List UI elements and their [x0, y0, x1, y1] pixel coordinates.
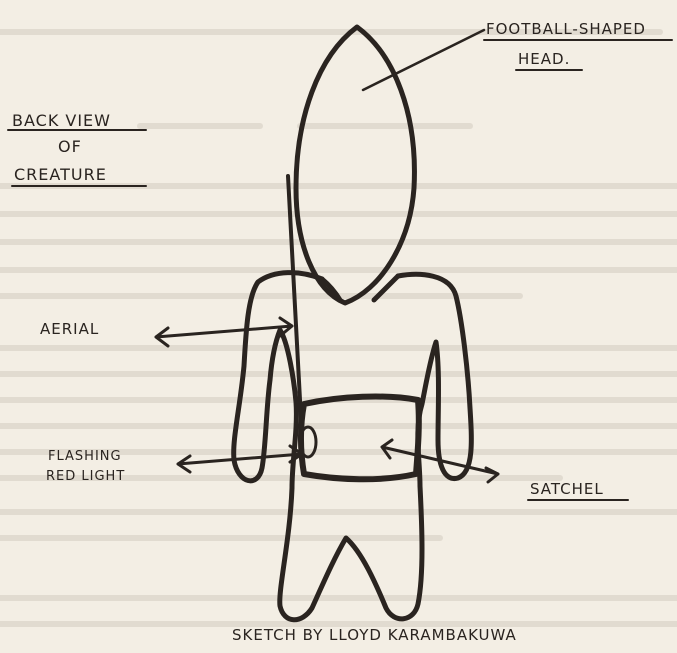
head-label-line1: FOOTBALL-SHAPED	[486, 20, 646, 38]
view-label-line1: BACK VIEW	[12, 111, 111, 130]
head-label-line2: HEAD.	[518, 50, 570, 68]
light-label-line2: RED LIGHT	[46, 469, 125, 484]
aerial-label: AERIAL	[40, 320, 99, 338]
sketch-caption: SKETCH BY LLOYD KARAMBAKUWA	[232, 626, 517, 644]
satchel-label: SATCHEL	[530, 480, 604, 498]
light-label-line1: FLASHING	[48, 449, 122, 464]
view-label-line3: CREATURE	[14, 165, 107, 184]
view-label-line2: OF	[58, 137, 82, 156]
